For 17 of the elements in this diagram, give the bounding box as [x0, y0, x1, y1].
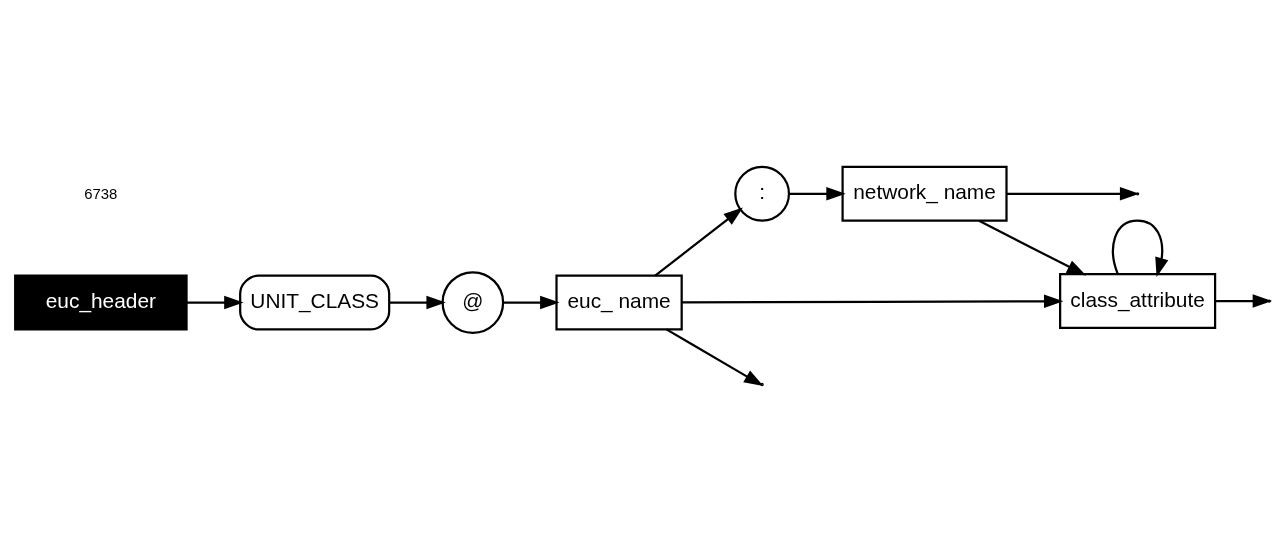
arrow [503, 295, 560, 310]
node-box: network_ name [841, 165, 1008, 222]
arrow [1006, 187, 1140, 201]
node-box: euc_header [14, 274, 188, 331]
arrow [681, 294, 1064, 309]
arrow [654, 207, 743, 277]
arrow [789, 187, 846, 201]
arrow [389, 295, 446, 310]
arrow [1112, 219, 1169, 278]
arrow [186, 295, 244, 310]
node-circle: : [734, 165, 791, 222]
label: 6738 [84, 186, 118, 202]
node-circle: @ [441, 271, 505, 334]
node-box: euc_ name [555, 274, 683, 331]
arrow [978, 219, 1087, 276]
node-box: UNIT_CLASS [239, 274, 391, 331]
node-box: class_attribute [1059, 273, 1217, 329]
